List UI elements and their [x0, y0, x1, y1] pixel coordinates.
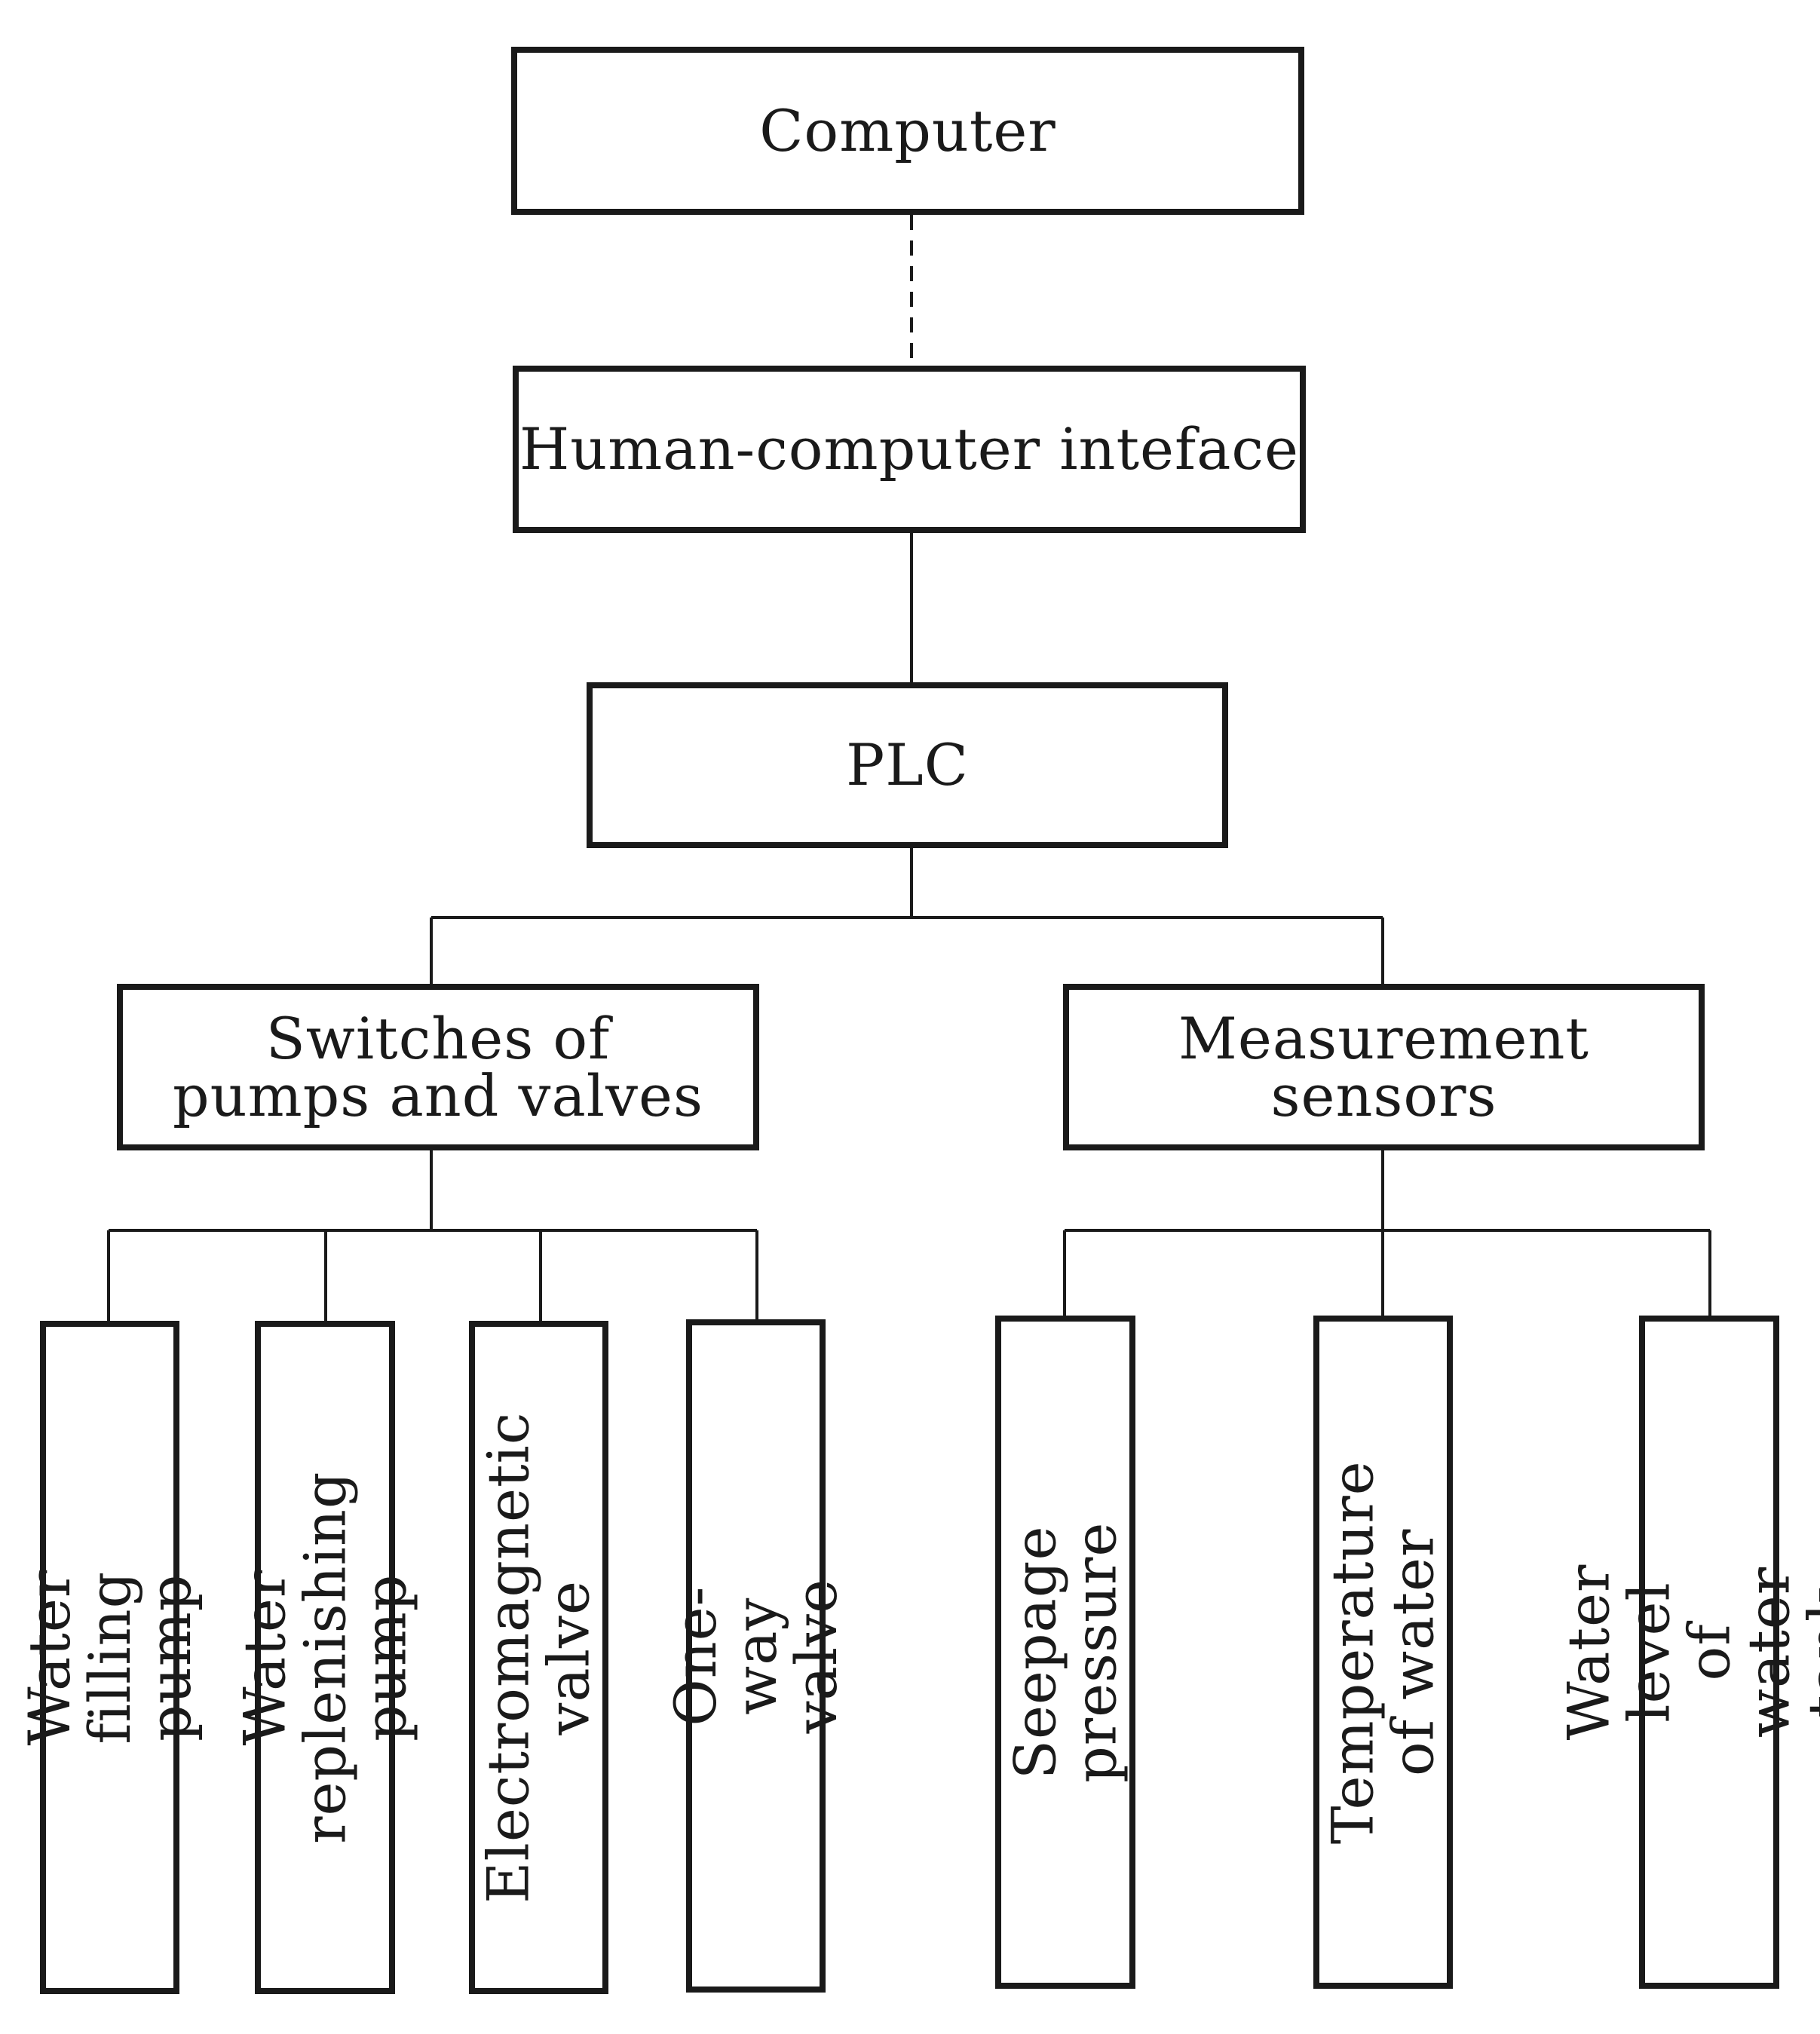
node-electromagnetic-valve-label: Electromagnetic valve — [474, 1411, 602, 1904]
node-water-replenishing-pump: Water replenishing pump — [231, 1321, 418, 1994]
node-water-replenishing-pump-label: Water replenishing pump — [231, 1471, 418, 1844]
node-seepage-pressure: Seepage pressure — [995, 1316, 1135, 1989]
node-computer-label: Computer — [759, 96, 1056, 164]
node-plc-label: PLC — [846, 731, 969, 798]
node-water-level-of-water-tank: Water level of water tank — [1555, 1316, 1820, 1989]
node-electromagnetic-valve: Electromagnetic valve — [469, 1321, 608, 1994]
node-measurement-sensors: Measurement sensors — [1063, 984, 1705, 1150]
node-one-way-valve: One-way valve — [662, 1319, 849, 1993]
node-human-computer-interface: Human-computer inteface — [513, 366, 1306, 533]
node-plc: PLC — [587, 682, 1228, 848]
node-temperature-of-water: Temperature of water — [1313, 1316, 1453, 1989]
node-water-filling-pump: Water filling pump — [16, 1321, 203, 1994]
node-one-way-valve-label: One-way valve — [661, 1578, 850, 1734]
node-human-computer-interface-label: Human-computer inteface — [519, 415, 1299, 482]
node-water-level-label: Water level of water tank — [1555, 1564, 1820, 1741]
node-switches-label: Switches of pumps and valves — [172, 1004, 703, 1129]
node-switches-of-pumps-and-valves: Switches of pumps and valves — [117, 984, 759, 1150]
node-temperature-of-water-label: Temperature of water — [1319, 1460, 1447, 1844]
node-water-filling-pump-label: Water filling pump — [15, 1569, 204, 1746]
node-measurement-sensors-label: Measurement sensors — [1178, 1004, 1589, 1129]
node-seepage-pressure-label: Seepage pressure — [1001, 1521, 1129, 1783]
node-computer: Computer — [511, 47, 1304, 215]
